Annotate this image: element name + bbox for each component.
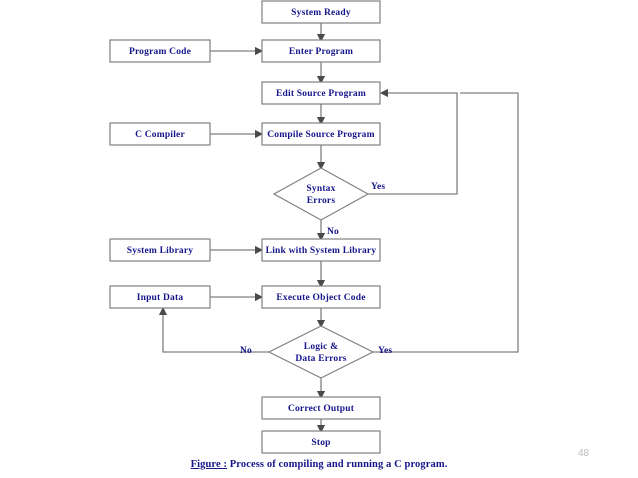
- node-edit-source-program[interactable]: Edit Source Program: [261, 81, 381, 105]
- edge-label-logic-yes: Yes: [378, 346, 392, 356]
- connector-logic-no-to-input-data: [158, 306, 269, 353]
- node-label-enter-program: Enter Program: [289, 47, 353, 57]
- node-system-ready[interactable]: System Ready: [261, 0, 381, 24]
- node-correct-output[interactable]: Correct Output: [261, 396, 381, 420]
- node-system-library[interactable]: System Library: [109, 238, 211, 262]
- edge-label-syntax-no: No: [327, 227, 339, 237]
- figure-caption-lead: Figure :: [190, 459, 228, 470]
- node-link-with-system-library[interactable]: Link with System Library: [261, 238, 381, 262]
- node-input-data[interactable]: Input Data: [109, 285, 211, 309]
- node-execute-object-code[interactable]: Execute Object Code: [261, 285, 381, 309]
- connector-layer: [158, 23, 519, 434]
- node-label-system-library: System Library: [127, 246, 193, 256]
- node-label-logic-errors-line1: Logic &: [304, 342, 338, 352]
- node-label-link-with-system-library: Link with System Library: [266, 246, 377, 256]
- edge-label-syntax-yes: Yes: [371, 182, 385, 192]
- node-label-input-data: Input Data: [137, 293, 184, 303]
- node-label-system-ready: System Ready: [291, 8, 351, 18]
- node-stop[interactable]: Stop: [261, 430, 381, 454]
- edge-label-logic-no: No: [240, 346, 252, 356]
- node-label-compile-source-program: Compile Source Program: [267, 130, 374, 140]
- node-enter-program[interactable]: Enter Program: [261, 39, 381, 63]
- node-compile-source-program[interactable]: Compile Source Program: [261, 122, 381, 146]
- node-syntax-errors-decision[interactable]: Syntax Errors: [272, 167, 370, 221]
- node-label-logic-errors-line2: Data Errors: [295, 354, 346, 364]
- node-logic-data-errors-decision[interactable]: Logic & Data Errors: [267, 325, 375, 379]
- node-c-compiler[interactable]: C Compiler: [109, 122, 211, 146]
- figure-caption: Figure : Process of compiling and runnin…: [0, 459, 638, 470]
- node-label-c-compiler: C Compiler: [135, 130, 185, 140]
- node-label-edit-source-program: Edit Source Program: [276, 89, 366, 99]
- node-label-execute-object-code: Execute Object Code: [276, 293, 365, 303]
- figure-caption-text: Process of compiling and running a C pro…: [227, 459, 448, 470]
- connector-syntax-yes-to-edit-source: [368, 88, 458, 195]
- node-label-correct-output: Correct Output: [288, 404, 355, 414]
- node-label-program-code: Program Code: [129, 47, 191, 57]
- node-program-code[interactable]: Program Code: [109, 39, 211, 63]
- node-label-syntax-errors-line1: Syntax: [306, 184, 335, 194]
- node-label-syntax-errors-line2: Errors: [307, 196, 336, 206]
- node-label-stop: Stop: [311, 438, 330, 448]
- page-number: 48: [578, 448, 590, 459]
- connector-logic-yes-to-edit-source: [373, 92, 519, 353]
